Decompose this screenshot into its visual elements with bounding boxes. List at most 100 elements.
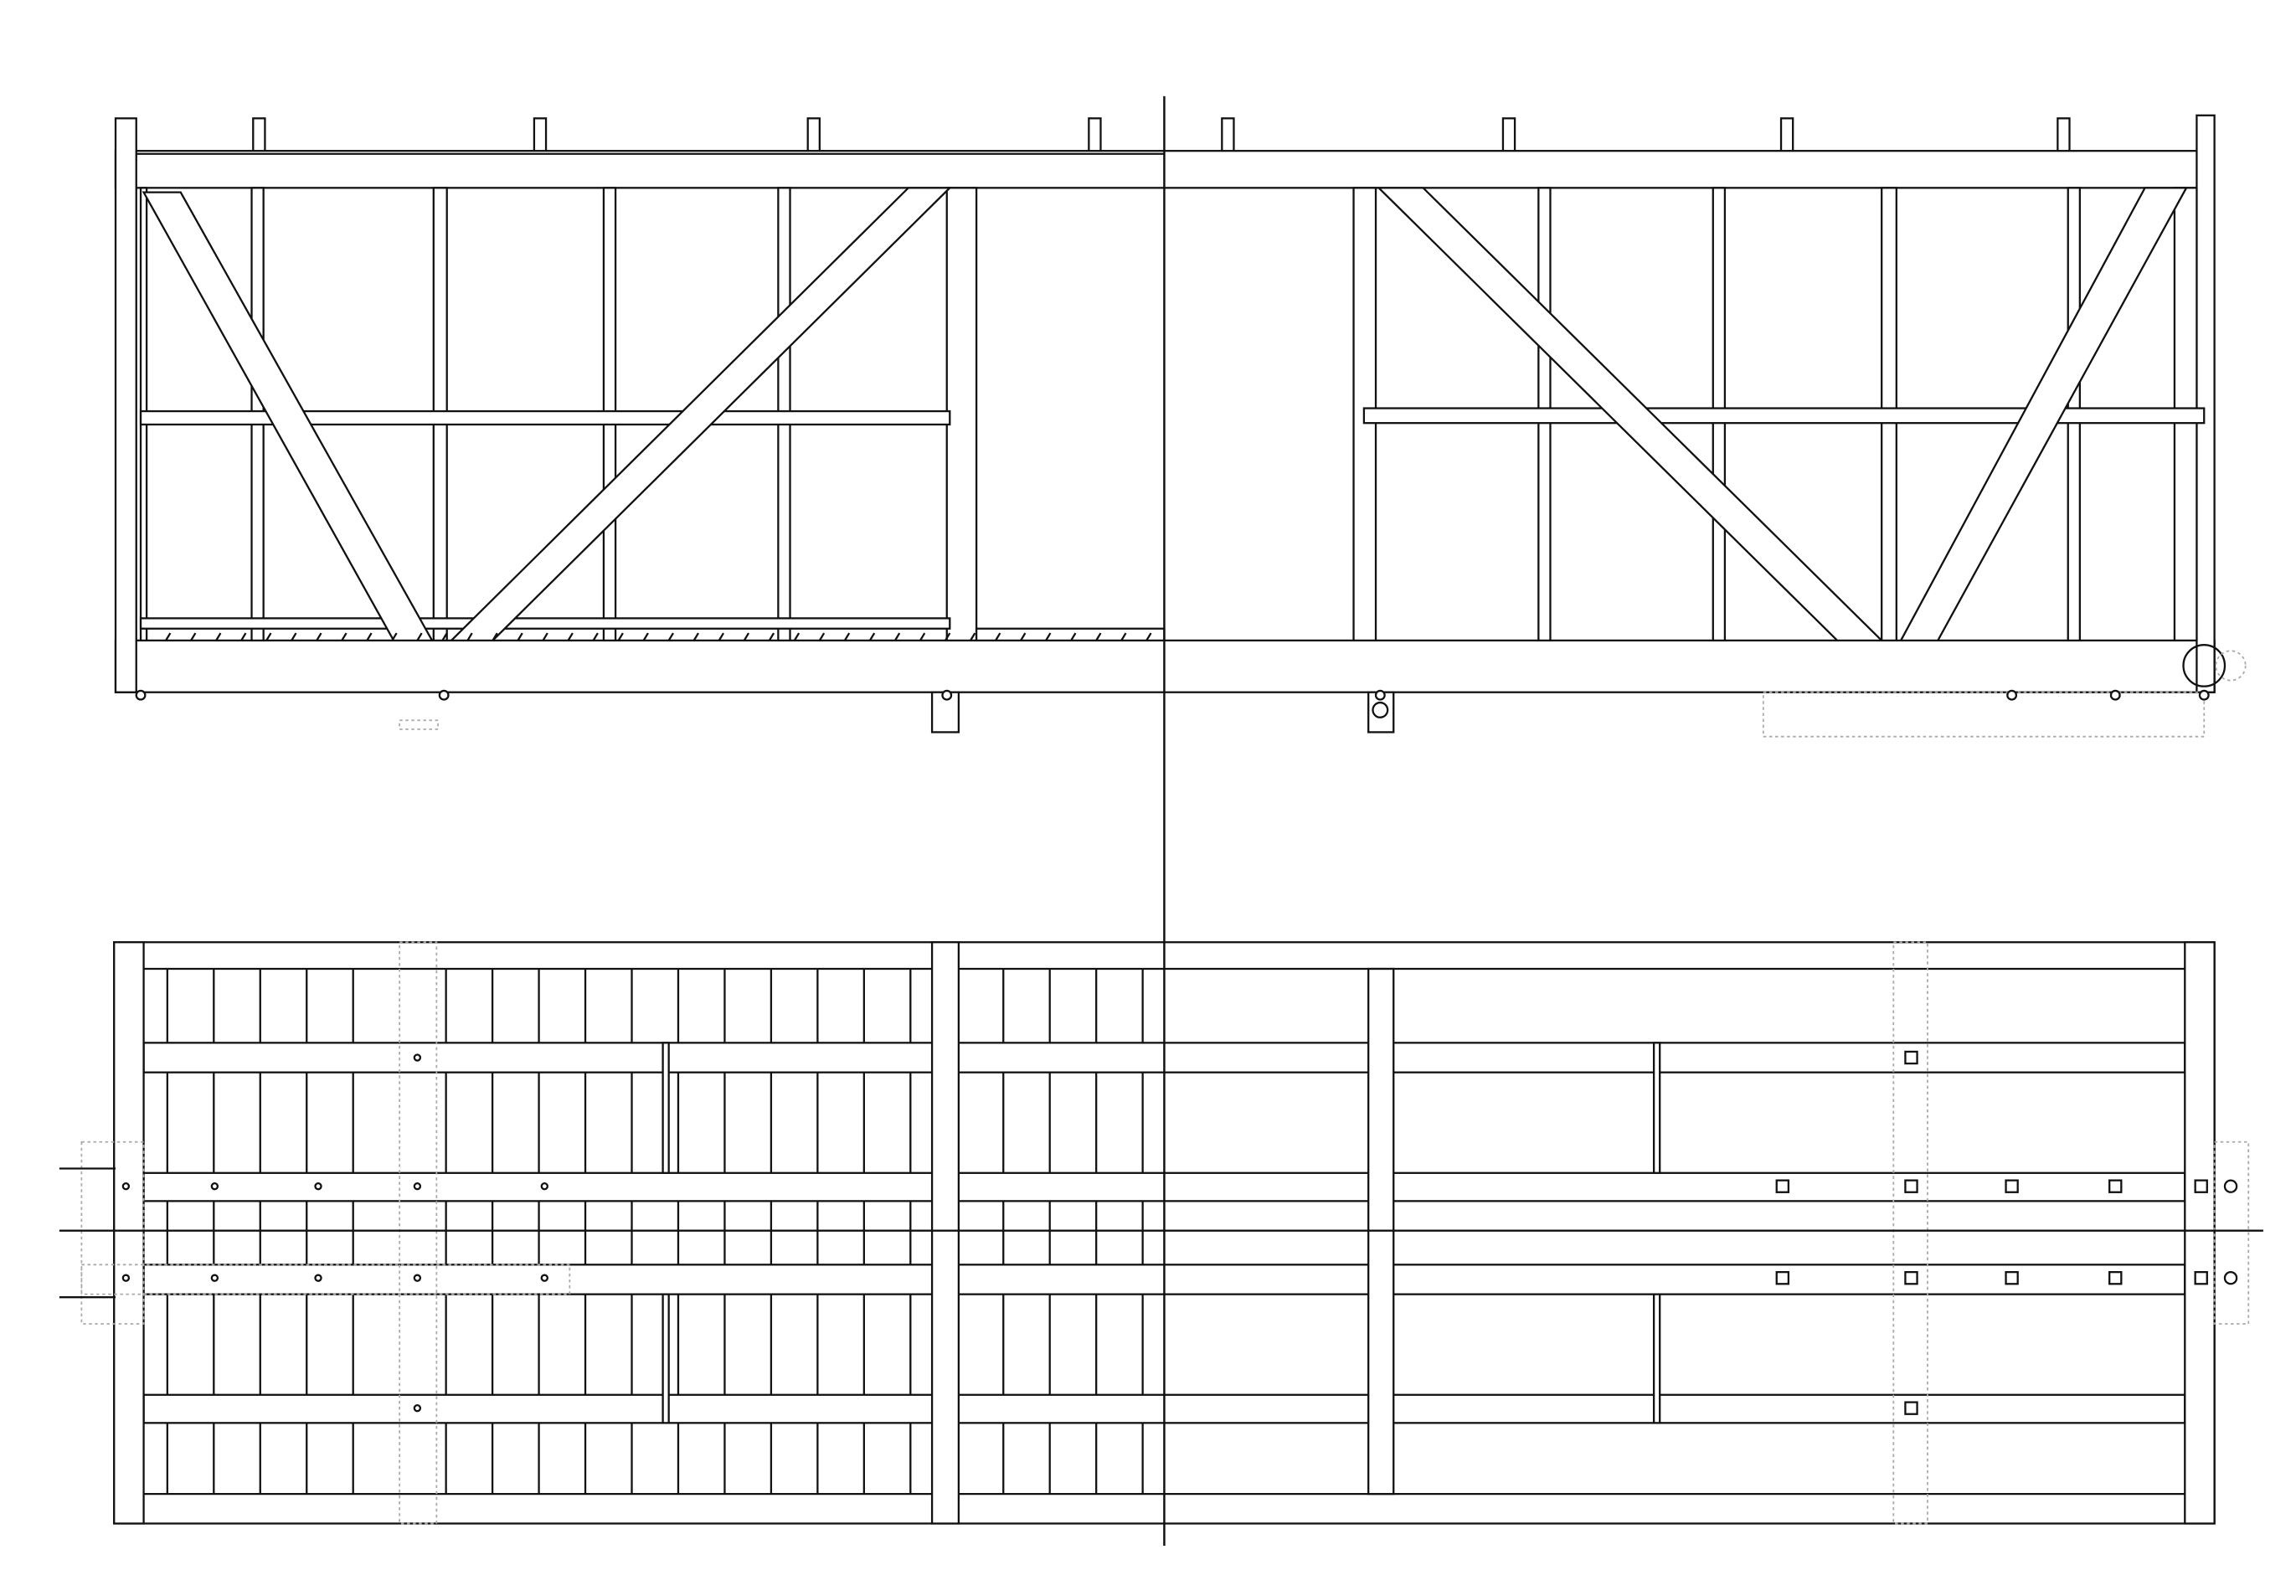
- floor-hatch: [492, 632, 498, 641]
- hidden-part: [399, 719, 439, 730]
- middle-rail-left: [139, 409, 951, 426]
- bolt-hole: [413, 1182, 422, 1191]
- square-fastener: [2108, 1270, 2123, 1285]
- floor-hatch: [1095, 632, 1102, 641]
- floor-hatch: [1070, 632, 1077, 641]
- floor-hatch: [592, 632, 599, 641]
- square-fastener: [2194, 1270, 2208, 1285]
- floor-hatch: [165, 632, 172, 641]
- square-fastener: [2194, 1179, 2208, 1193]
- bolt-head: [2109, 689, 2121, 701]
- diagonal-brace: [142, 191, 434, 642]
- floor-hatch: [291, 632, 297, 641]
- bolt-hole: [540, 1274, 548, 1282]
- square-fastener: [1775, 1270, 1790, 1285]
- end-member-right: [2184, 941, 2216, 1525]
- floor-hatch: [1145, 632, 1152, 641]
- floor-hatch: [793, 632, 801, 641]
- floor-hatch: [1120, 632, 1127, 641]
- hidden-bracket: [80, 1140, 145, 1325]
- bolt-head: [1374, 689, 1386, 701]
- tie-rod: [1652, 1042, 1661, 1174]
- floor-hatch: [316, 632, 322, 641]
- lower-rail-left: [139, 617, 951, 630]
- floor-hatch: [466, 632, 473, 641]
- bolt-hole: [413, 1053, 422, 1062]
- bolt-hole: [210, 1274, 219, 1282]
- floor-hatch: [919, 632, 926, 641]
- hidden-bracket: [2213, 1140, 2250, 1325]
- floor-hatch: [893, 632, 901, 641]
- floor-hatch: [868, 632, 876, 641]
- tie-rod: [1652, 1293, 1661, 1424]
- pin-circle: [2223, 1270, 2238, 1285]
- side-elevation-view: [114, 114, 2247, 738]
- bolt-hole: [314, 1274, 322, 1282]
- bolt-hole: [210, 1182, 219, 1191]
- floor-hatch: [542, 632, 548, 641]
- square-fastener: [1904, 1401, 1918, 1415]
- tie-rod: [662, 1293, 670, 1424]
- bolt-hole: [540, 1182, 548, 1191]
- square-fastener: [1904, 1050, 1918, 1065]
- cross-member-hidden: [399, 941, 438, 1525]
- floor-hatch: [441, 632, 448, 641]
- vertical-post: [945, 187, 978, 642]
- bolt-head: [2006, 689, 2018, 701]
- floor-hatch: [517, 632, 523, 641]
- floor-hatch: [667, 632, 674, 641]
- square-fastener: [2108, 1179, 2123, 1193]
- square-fastener: [1775, 1179, 1790, 1193]
- floor-hatch: [843, 632, 851, 641]
- floor-hatch: [1020, 632, 1027, 641]
- floor-hatch: [265, 632, 272, 641]
- floor-hatch: [970, 632, 976, 641]
- bolt-head: [135, 689, 147, 701]
- floor-hatch: [240, 632, 247, 641]
- left-end-post: [114, 117, 137, 693]
- floor-hatch: [1045, 632, 1052, 641]
- square-fastener: [2005, 1270, 2019, 1285]
- bolt-head: [438, 689, 450, 701]
- floor-hatch: [818, 632, 826, 641]
- floor-hatch: [341, 632, 347, 641]
- floor-hatch: [567, 632, 574, 641]
- right-end-post: [2196, 114, 2216, 693]
- bolt-hole: [314, 1182, 322, 1191]
- floor-hatch: [743, 632, 750, 641]
- floor-hatch: [768, 632, 775, 641]
- bolt-head: [941, 689, 953, 701]
- hidden-part: [1762, 691, 2206, 738]
- plan-view: [59, 941, 2250, 1525]
- tie-rod: [662, 1042, 670, 1174]
- floor-hatch: [215, 632, 222, 641]
- floor-hatch: [416, 632, 423, 641]
- cross-member: [930, 941, 960, 1525]
- floor-hatch: [617, 632, 624, 641]
- diagonal-brace: [449, 187, 953, 642]
- square-fastener: [1904, 1179, 1918, 1193]
- bolt-hole: [121, 1182, 131, 1191]
- pin-circle: [2223, 1179, 2238, 1193]
- bolt-hole: [413, 1274, 422, 1282]
- bolt-hole: [413, 1403, 422, 1413]
- bolt-head: [2198, 689, 2210, 701]
- floor-hatch: [945, 632, 951, 641]
- lower-rail-center: [975, 627, 1166, 642]
- bolt-hole: [121, 1274, 131, 1282]
- roller-assembly: [2182, 644, 2227, 687]
- floor-hatch: [718, 632, 725, 641]
- end-member-left: [113, 941, 145, 1525]
- floor-hatch: [642, 632, 649, 641]
- bearing-circle: [1372, 701, 1389, 718]
- diagonal-brace: [1376, 187, 1884, 642]
- floor-hatch: [692, 632, 699, 641]
- square-fastener: [1904, 1270, 1918, 1285]
- floor-hatch: [366, 632, 373, 641]
- top-rail: [114, 150, 2201, 189]
- floor-hatch: [391, 632, 398, 641]
- roller-assembly: [2215, 650, 2247, 682]
- floor-hatch: [190, 632, 197, 641]
- square-fastener: [2005, 1179, 2019, 1193]
